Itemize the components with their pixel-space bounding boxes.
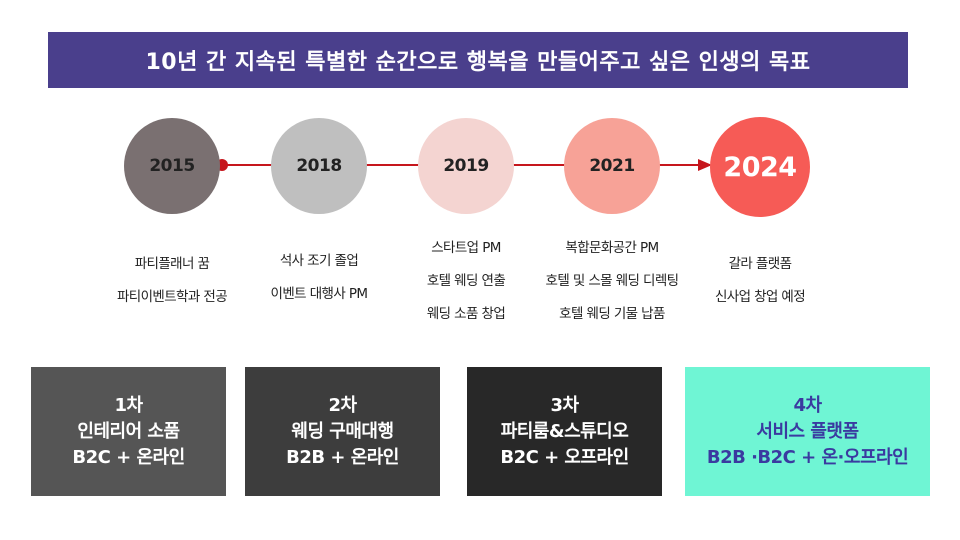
description-line: 스타트업 PM	[431, 240, 501, 256]
description-line: 갈라 플랫폼	[728, 256, 792, 272]
description-line: 호텔 및 스몰 웨딩 디렉팅	[545, 273, 680, 289]
milestone-year: 2019	[443, 156, 489, 176]
milestone-2021: 2021	[564, 118, 660, 214]
milestone-2019: 2019	[418, 118, 514, 214]
milestone-2024-description: 갈라 플랫폼 신사업 창업 예정	[665, 248, 855, 314]
description-line: 웨딩 소품 창업	[426, 306, 506, 322]
description-line: 호텔 웨딩 연출	[426, 273, 506, 289]
stage-channel: B2B ·B2C + 온·오프라인	[706, 446, 909, 468]
milestone-2018-description: 석사 조기 졸업 이벤트 대행사 PM	[224, 245, 414, 311]
stage-card-4: 4차 서비스 플랫폼 B2B ·B2C + 온·오프라인	[685, 367, 930, 496]
stage-step: 2차	[328, 394, 357, 416]
milestone-2015-description: 파티플래너 꿈 파티이벤트학과 전공	[77, 248, 267, 314]
stage-step: 1차	[114, 394, 143, 416]
milestone-year: 2021	[589, 156, 635, 176]
stage-card-1: 1차 인테리어 소품 B2C + 온라인	[31, 367, 226, 496]
title-banner: 10년 간 지속된 특별한 순간으로 행복을 만들어주고 싶은 인생의 목표	[48, 32, 908, 88]
stage-step: 3차	[550, 394, 579, 416]
stage-card-2: 2차 웨딩 구매대행 B2B + 온라인	[245, 367, 440, 496]
stage-channel: B2B + 온라인	[286, 446, 399, 468]
milestone-year: 2018	[296, 156, 342, 176]
stage-name: 파티룸&스튜디오	[500, 420, 629, 442]
stage-channel: B2C + 온라인	[72, 446, 185, 468]
stage-name: 인테리어 소품	[77, 420, 180, 442]
milestone-2021-description: 복합문화공간 PM 호텔 및 스몰 웨딩 디렉팅 호텔 웨딩 기물 납품	[517, 232, 707, 331]
milestone-year: 2024	[723, 151, 797, 183]
description-line: 이벤트 대행사 PM	[270, 286, 369, 302]
description-line: 신사업 창업 예정	[714, 289, 806, 305]
milestone-2015: 2015	[124, 118, 220, 214]
milestone-2018: 2018	[271, 118, 367, 214]
description-line: 복합문화공간 PM	[565, 240, 659, 256]
milestone-year: 2015	[149, 156, 195, 176]
description-line: 호텔 웨딩 기물 납품	[559, 306, 665, 322]
stage-card-3: 3차 파티룸&스튜디오 B2C + 오프라인	[467, 367, 662, 496]
page-title: 10년 간 지속된 특별한 순간으로 행복을 만들어주고 싶은 인생의 목표	[145, 50, 811, 75]
milestone-2024: 2024	[710, 117, 810, 217]
stage-name: 서비스 플랫폼	[756, 420, 859, 442]
timeline-arrow-icon	[698, 159, 712, 171]
stage-name: 웨딩 구매대행	[291, 420, 394, 442]
stage-channel: B2C + 오프라인	[500, 446, 629, 468]
description-line: 파티플래너 꿈	[134, 256, 210, 272]
milestone-2019-description: 스타트업 PM 호텔 웨딩 연출 웨딩 소품 창업	[371, 232, 561, 331]
description-line: 석사 조기 졸업	[279, 253, 359, 269]
description-line: 파티이벤트학과 전공	[116, 289, 228, 305]
stage-step: 4차	[793, 394, 822, 416]
